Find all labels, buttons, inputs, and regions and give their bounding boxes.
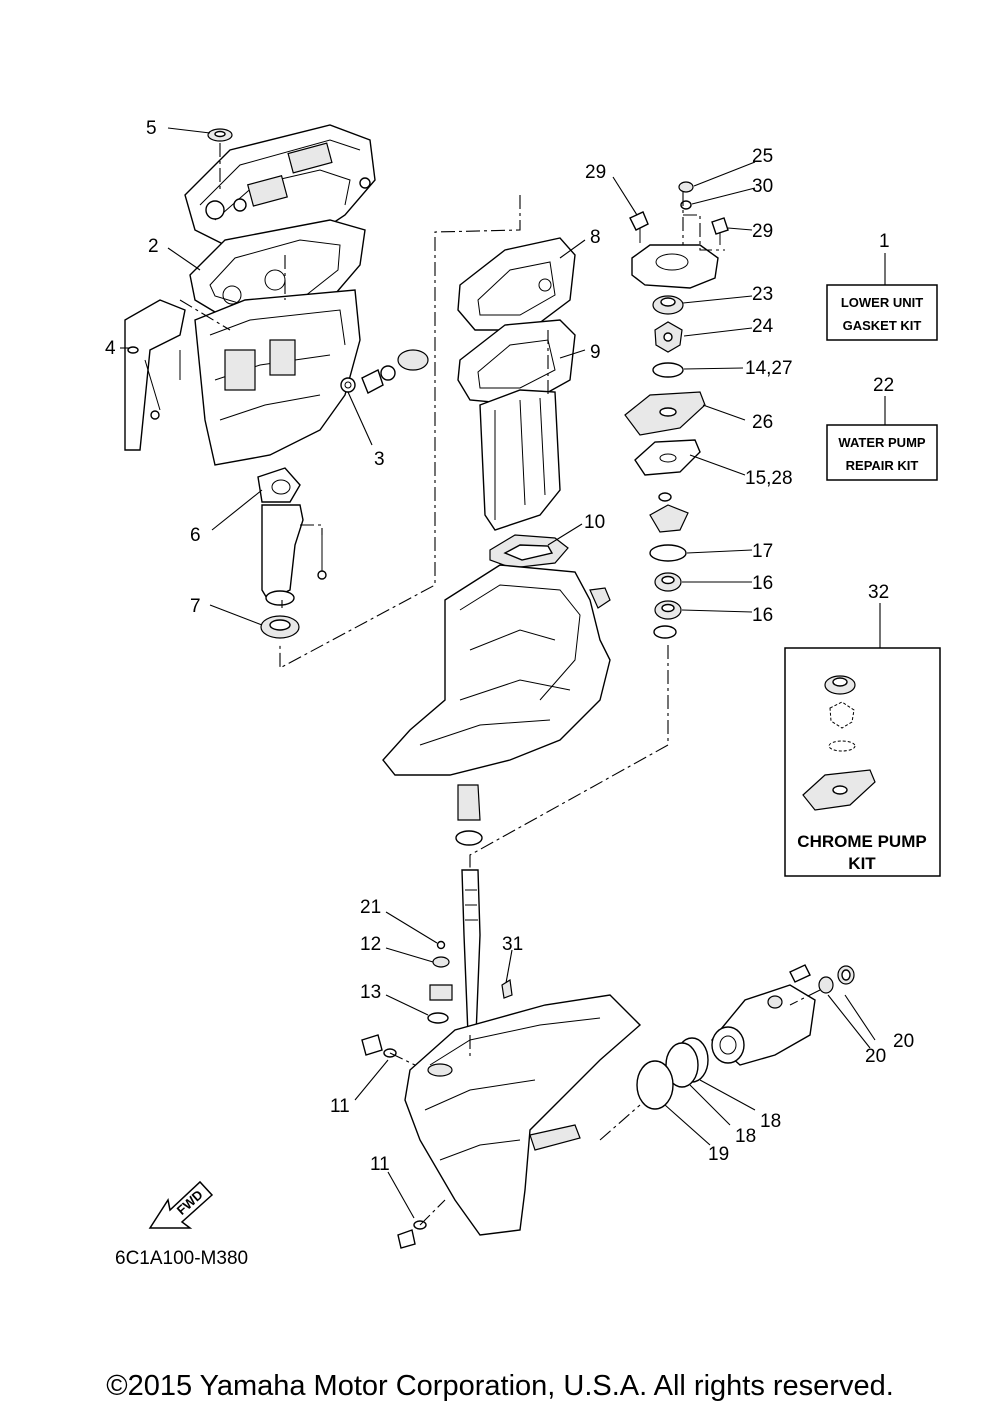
driveshaft-seal-parts [649, 492, 689, 533]
part-21-pin [436, 940, 446, 950]
chrome-kit-seal-ring [828, 740, 856, 752]
part-26-outer-plate [624, 391, 706, 436]
part-7-oil-seal [260, 615, 300, 639]
callout-13: 13 [360, 982, 381, 1003]
pump-housing [631, 244, 719, 289]
pinion-bearing [455, 784, 483, 846]
part-13-sleeve [429, 984, 453, 1001]
prop-shaft-housing [711, 964, 816, 1066]
chrome-pump-kit-box: CHROME PUMP KIT [784, 647, 941, 877]
part-5-washer [207, 128, 233, 142]
part-16-oil-seal-upper [654, 572, 682, 592]
chrome-kit-line-2: KIT [848, 854, 876, 873]
gearcase [404, 994, 642, 1236]
callout-19: 19 [708, 1144, 729, 1165]
part-19-o-ring [636, 1060, 674, 1110]
part-25-grommet [678, 181, 694, 193]
leader-lines [120, 127, 898, 1219]
callout-17: 17 [752, 541, 773, 562]
callout-32: 32 [868, 582, 889, 603]
part-10-gasket [489, 534, 569, 569]
callout-22: 22 [873, 375, 894, 396]
part-15-28-gasket [634, 439, 701, 476]
part-20-oil-seal-a [818, 976, 834, 994]
callout-4: 4 [105, 338, 116, 359]
part-11-drain-screw-lower [397, 1220, 427, 1249]
part-12-collar [432, 956, 450, 968]
callout-18-right: 18 [760, 1111, 781, 1132]
part-24-impeller [654, 321, 683, 353]
callout-20-right: 20 [893, 1031, 914, 1052]
callout-21: 21 [360, 897, 381, 918]
callout-11-upper: 11 [330, 1096, 350, 1117]
exhaust-guide [479, 389, 561, 531]
callout-20-left: 20 [865, 1046, 886, 1067]
part-31-key [501, 978, 513, 999]
part-17-o-ring [649, 544, 687, 562]
part-9-gasket [457, 319, 576, 406]
callout-8: 8 [590, 227, 601, 248]
part-23-pump-insert [652, 295, 684, 315]
callout-18-left: 18 [735, 1126, 756, 1147]
callout-3: 3 [374, 449, 385, 470]
part-3-seal-fittings [340, 349, 429, 394]
callout-2: 2 [148, 236, 159, 257]
part-29-bolt-left [629, 211, 649, 243]
callout-25: 25 [752, 146, 773, 167]
part-8-gasket [457, 237, 576, 331]
callout-7: 7 [190, 596, 201, 617]
callout-6: 6 [190, 525, 201, 546]
upper-casing-cover [184, 124, 376, 251]
copyright-notice: ©2015 Yamaha Motor Corporation, U.S.A. A… [106, 1370, 894, 1402]
part-14-27-seal-ring [652, 362, 684, 378]
part-13-o-ring [427, 1012, 449, 1024]
callout-1: 1 [879, 231, 890, 252]
part-4-bracket [124, 299, 186, 451]
callout-23: 23 [752, 284, 773, 305]
callout-31: 31 [502, 934, 523, 955]
water-pump-kit-line-1: WATER PUMP [838, 435, 925, 450]
part-16-oil-seal-lower [654, 600, 682, 620]
gasket-kit-line-2: GASKET KIT [843, 318, 922, 333]
drive-shaft [461, 869, 481, 1036]
gasket-kit-line-1: LOWER UNIT [841, 295, 923, 310]
water-pump-repair-kit-box: WATER PUMP REPAIR KIT [826, 424, 938, 481]
washer [653, 625, 677, 639]
part-20-oil-seal-b [837, 965, 855, 985]
lower-unit-gasket-kit-box: LOWER UNIT GASKET KIT [826, 284, 938, 341]
chrome-kit-line-1: CHROME PUMP [797, 832, 926, 851]
callout-5: 5 [146, 118, 157, 139]
callout-16-upper: 16 [752, 573, 773, 594]
upper-casing [194, 289, 361, 466]
callout-11-lower: 11 [370, 1154, 390, 1175]
callout-29-right: 29 [752, 221, 773, 242]
lower-casing [382, 564, 611, 776]
callout-16-lower: 16 [752, 605, 773, 626]
water-pump-kit-line-2: REPAIR KIT [846, 458, 919, 473]
callout-26: 26 [752, 412, 773, 433]
chrome-kit-impeller [829, 701, 855, 729]
callout-30: 30 [752, 176, 773, 197]
callout-29-left: 29 [585, 162, 606, 183]
assembly-lines [179, 143, 821, 1226]
callout-14-27: 14,27 [745, 358, 793, 379]
callout-15-28: 15,28 [745, 468, 793, 489]
part-29-bolt-right [711, 217, 729, 245]
part-6-gasket-and-tube [257, 467, 327, 606]
part-34-chrome-plate [802, 769, 876, 811]
callout-10: 10 [584, 512, 605, 533]
callout-12: 12 [360, 934, 381, 955]
fwd-arrow-icon: FWD [148, 1180, 214, 1229]
callout-9: 9 [590, 342, 601, 363]
diagram-code: 6C1A100-M380 [115, 1248, 248, 1269]
part-33-chrome-insert [824, 675, 856, 695]
callout-24: 24 [752, 316, 774, 337]
